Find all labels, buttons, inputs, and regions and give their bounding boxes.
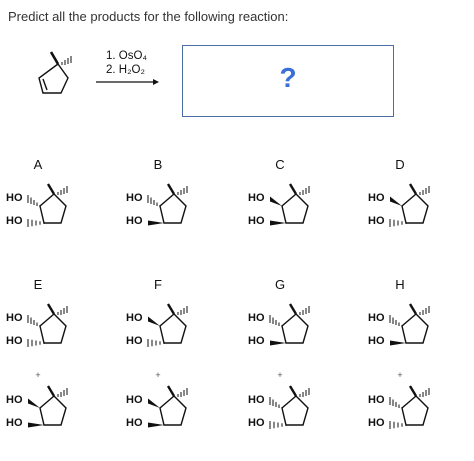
structure-option-a[interactable]: HO HO xyxy=(4,180,104,240)
structure-option-h-2[interactable]: HO HO xyxy=(366,382,466,442)
hydroxyl-label: HO xyxy=(6,417,23,429)
hydroxyl-label: HO xyxy=(248,215,265,227)
cyclopentanediol-structure xyxy=(147,303,188,347)
option-label-g: G xyxy=(274,277,286,292)
reaction-scheme xyxy=(38,51,159,94)
plus-sign-h: + xyxy=(397,370,403,380)
option-label-a: A xyxy=(33,157,43,172)
option-label-h: H xyxy=(395,277,405,292)
hydroxyl-label: HO xyxy=(368,417,385,429)
hydroxyl-label: HO xyxy=(368,192,385,204)
cyclopentanediol-structure xyxy=(270,183,310,226)
option-label-f: F xyxy=(154,277,162,292)
structure-option-b[interactable]: HO HO xyxy=(124,180,224,240)
hydroxyl-label: HO xyxy=(126,394,143,406)
hydroxyl-label: HO xyxy=(126,192,143,204)
cyclopentanediol-structure xyxy=(147,183,188,226)
cyclopentanediol-structure xyxy=(389,183,430,227)
answer-placeholder: ? xyxy=(279,62,297,93)
structure-option-d[interactable]: HO HO xyxy=(366,180,466,240)
hydroxyl-label: HO xyxy=(368,335,385,347)
reagent-step-2: 2. H₂O₂ xyxy=(106,64,145,76)
reagent-step-1: 1. OsO₄ xyxy=(106,50,148,62)
cyclopentanediol-structure xyxy=(27,183,68,227)
hydroxyl-label: HO xyxy=(126,417,143,429)
option-label-b: B xyxy=(153,157,163,172)
cyclopentanediol-structure xyxy=(269,385,310,429)
answer-box[interactable]: ? xyxy=(182,45,394,117)
hydroxyl-label: HO xyxy=(368,394,385,406)
cyclopentanediol-structure xyxy=(389,385,430,429)
question-text: Predict all the products for the followi… xyxy=(8,9,289,24)
cyclopentanediol-structure xyxy=(148,385,188,428)
structure-option-g-1[interactable]: HO HO xyxy=(246,300,346,360)
plus-sign-f: + xyxy=(155,370,161,380)
starting-material xyxy=(38,51,72,94)
reaction-arrow xyxy=(96,79,159,85)
hydroxyl-label: HO xyxy=(6,215,23,227)
cyclopentanediol-structure xyxy=(28,385,68,428)
structure-option-f-1[interactable]: HO HO xyxy=(124,300,224,360)
hydroxyl-label: HO xyxy=(126,335,143,347)
hydroxyl-label: HO xyxy=(6,335,23,347)
structure-option-e-1[interactable]: HO HO xyxy=(4,300,104,360)
structure-option-e-2[interactable]: HO HO xyxy=(4,382,104,442)
hydroxyl-label: HO xyxy=(6,192,23,204)
plus-sign-g: + xyxy=(277,370,283,380)
option-label-c: C xyxy=(275,157,285,172)
structure-option-g-2[interactable]: HO HO xyxy=(246,382,346,442)
structure-option-h-1[interactable]: HO HO xyxy=(366,300,466,360)
structure-option-c[interactable]: HO HO xyxy=(246,180,346,240)
cyclopentanediol-structure xyxy=(27,303,68,347)
plus-sign-e: + xyxy=(35,370,41,380)
hydroxyl-label: HO xyxy=(126,312,143,324)
hydroxyl-label: HO xyxy=(248,417,265,429)
hydroxyl-label: HO xyxy=(248,312,265,324)
hydroxyl-label: HO xyxy=(6,394,23,406)
cyclopentanediol-structure xyxy=(269,303,310,346)
option-label-e: E xyxy=(33,277,43,292)
hydroxyl-label: HO xyxy=(6,312,23,324)
hydroxyl-label: HO xyxy=(248,335,265,347)
hydroxyl-label: HO xyxy=(248,192,265,204)
cyclopentanediol-structure xyxy=(389,303,430,346)
structure-option-f-2[interactable]: HO HO xyxy=(124,382,224,442)
hydroxyl-label: HO xyxy=(126,215,143,227)
hydroxyl-label: HO xyxy=(368,215,385,227)
hydroxyl-label: HO xyxy=(248,394,265,406)
hydroxyl-label: HO xyxy=(368,312,385,324)
option-label-d: D xyxy=(395,157,405,172)
